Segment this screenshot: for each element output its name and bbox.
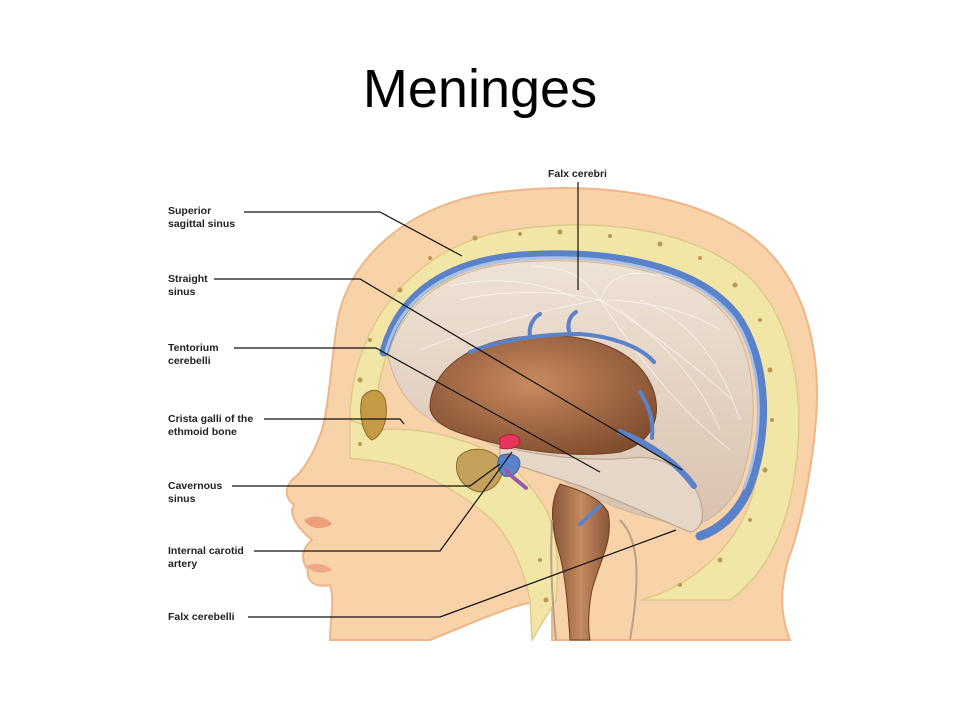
- cerebral-veins: [468, 310, 656, 526]
- leader-straight-sinus: [214, 278, 683, 471]
- nostril: [304, 516, 332, 529]
- superior-sagittal-sinus: [379, 250, 768, 541]
- spinal-dura: [550, 519, 638, 641]
- internal-carotid-artery: [499, 434, 521, 450]
- brainstem-cavity: [551, 483, 610, 641]
- label-falx-cerebri: Falx cerebri: [548, 168, 607, 180]
- leader-superior-sagittal-sinus: [244, 211, 463, 257]
- leader-falx-cerebelli: [248, 529, 677, 618]
- label-superior-sagittal-sinus: Superior sagittal sinus: [168, 205, 236, 230]
- leader-tentorium-cerebelli: [234, 347, 601, 473]
- crista-galli: [360, 389, 387, 441]
- label-crista-galli: Crista galli of the ethmoid bone: [168, 413, 254, 438]
- lips: [306, 563, 332, 573]
- leader-lines: [214, 182, 683, 618]
- label-falx-cerebelli: Falx cerebelli: [168, 611, 235, 623]
- cavernous-sinus: [497, 453, 521, 477]
- leader-internal-carotid-artery: [254, 451, 513, 552]
- superior-sagittal-sinus-highlight: [384, 256, 760, 490]
- label-straight-sinus: Straight sinus: [168, 273, 208, 298]
- carotid-branch: [504, 468, 528, 490]
- label-internal-carotid-artery: Internal carotid artery: [168, 545, 244, 570]
- label-cavernous-sinus: Cavernous sinus: [168, 480, 223, 505]
- tentorium-cerebelli: [499, 445, 703, 533]
- bone-speckles: [357, 229, 774, 603]
- falx-fibres: [419, 265, 741, 451]
- leader-cavernous-sinus: [232, 463, 501, 487]
- straight-sinus: [617, 429, 697, 489]
- label-tentorium-cerebelli: Tentorium cerebelli: [168, 342, 219, 367]
- slide-title: Meninges: [362, 59, 598, 119]
- leader-crista-galli: [264, 418, 405, 425]
